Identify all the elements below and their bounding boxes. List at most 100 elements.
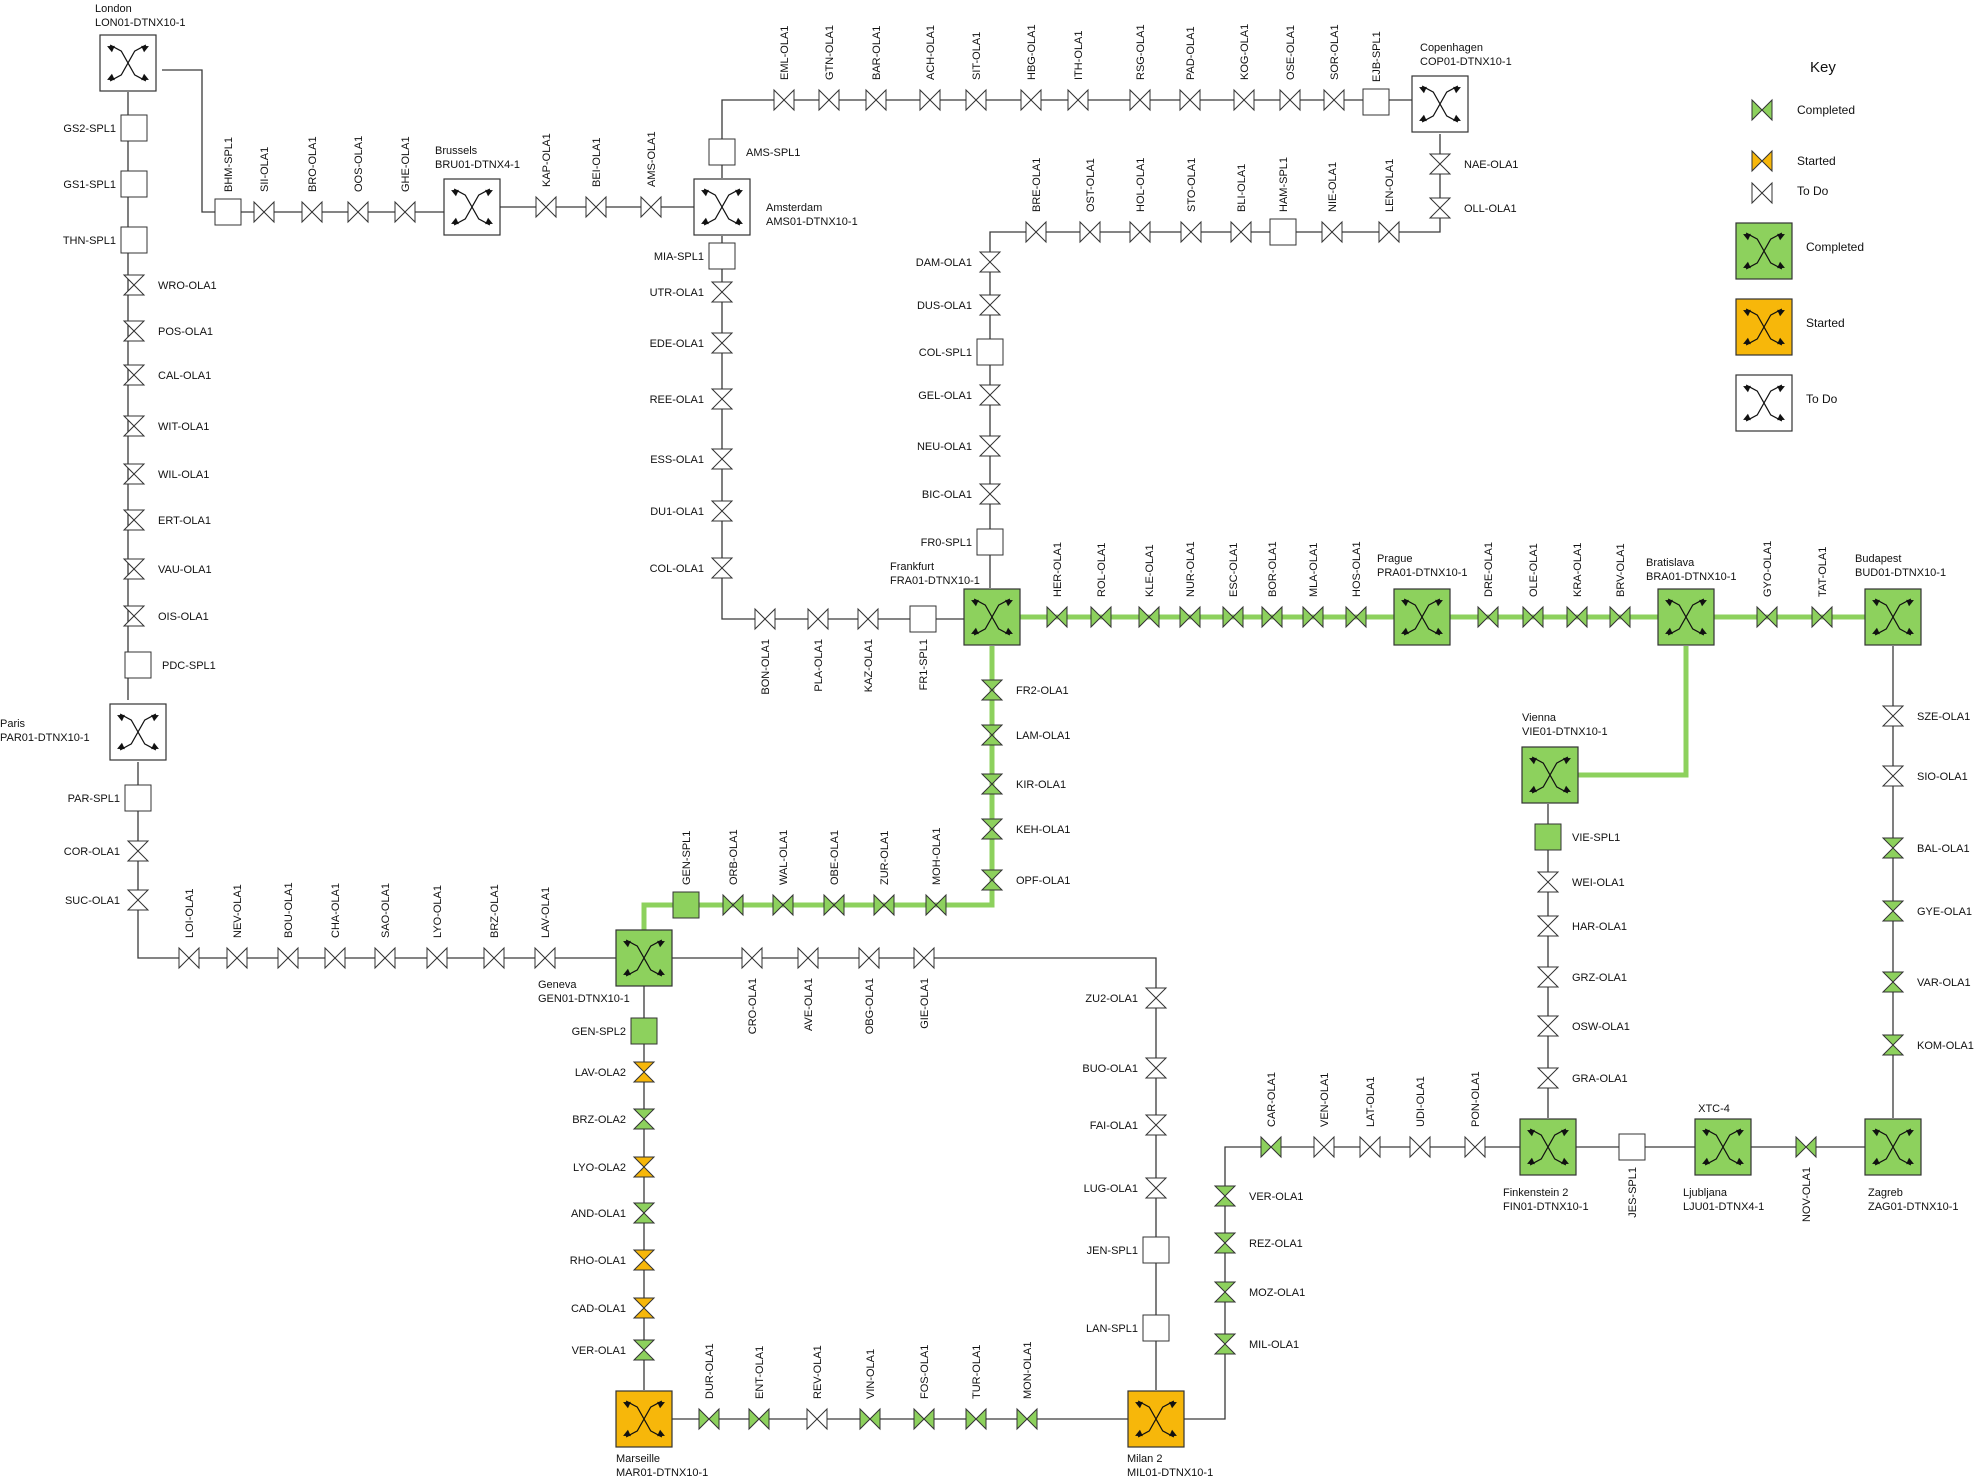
kaz-ola1-amplifier[interactable] [857, 607, 879, 631]
node-milan-2[interactable] [1127, 1390, 1185, 1448]
lyo-ola2-amplifier[interactable] [632, 1156, 656, 1178]
var-ola1-amplifier[interactable] [1881, 971, 1905, 993]
legend-node-completed-symbol[interactable] [1735, 222, 1793, 280]
ver-ola1-amplifier[interactable] [632, 1339, 656, 1361]
ham-spl1-splitter[interactable] [1269, 218, 1297, 246]
rho-ola1-amplifier[interactable] [632, 1249, 656, 1271]
utr-ola1-amplifier[interactable] [710, 281, 734, 303]
node-prague[interactable] [1393, 588, 1451, 646]
wil-ola1-amplifier[interactable] [122, 463, 146, 485]
sit-ola1-amplifier[interactable] [965, 88, 987, 112]
legend-amp-completed-symbol[interactable] [1751, 98, 1773, 122]
vin-ola1-amplifier[interactable] [859, 1407, 881, 1431]
legend-amp-todo-symbol[interactable] [1751, 181, 1773, 205]
pla-ola1-amplifier[interactable] [807, 607, 829, 631]
bar-ola1-amplifier[interactable] [865, 88, 887, 112]
cor-ola1-amplifier[interactable] [126, 840, 150, 862]
brz-ola1-amplifier[interactable] [483, 946, 505, 970]
zur-ola1-amplifier[interactable] [873, 893, 895, 917]
hol-ola1-amplifier[interactable] [1129, 220, 1151, 244]
gye-ola1-amplifier[interactable] [1881, 900, 1905, 922]
pos-ola1-amplifier[interactable] [122, 320, 146, 342]
node-amsterdam[interactable] [693, 178, 751, 236]
lat-ola1-amplifier[interactable] [1359, 1135, 1381, 1159]
ree-ola1-amplifier[interactable] [710, 388, 734, 410]
gs1-spl1-splitter[interactable] [120, 170, 148, 198]
bre-ola1-amplifier[interactable] [1025, 220, 1047, 244]
fos-ola1-amplifier[interactable] [913, 1407, 935, 1431]
har-ola1-amplifier[interactable] [1536, 915, 1560, 937]
ole-ola1-amplifier[interactable] [1522, 605, 1544, 629]
nae-ola1-amplifier[interactable] [1428, 153, 1452, 175]
zu2-ola1-amplifier[interactable] [1144, 987, 1168, 1009]
suc-ola1-amplifier[interactable] [126, 889, 150, 911]
dam-ola1-amplifier[interactable] [978, 251, 1002, 273]
gra-ola1-amplifier[interactable] [1536, 1067, 1560, 1089]
neu-ola1-amplifier[interactable] [978, 435, 1002, 457]
legend-node-started-symbol[interactable] [1735, 298, 1793, 356]
ghe-ola1-amplifier[interactable] [394, 200, 416, 224]
kog-ola1-amplifier[interactable] [1233, 88, 1255, 112]
oll-ola1-amplifier[interactable] [1428, 197, 1452, 219]
lam-ola1-amplifier[interactable] [980, 724, 1004, 746]
pad-ola1-amplifier[interactable] [1179, 88, 1201, 112]
bli-ola1-amplifier[interactable] [1230, 220, 1252, 244]
hos-ola1-amplifier[interactable] [1345, 605, 1367, 629]
rez-ola1-amplifier[interactable] [1213, 1232, 1237, 1254]
bei-ola1-amplifier[interactable] [585, 195, 607, 219]
cha-ola1-amplifier[interactable] [324, 946, 346, 970]
kra-ola1-amplifier[interactable] [1566, 605, 1588, 629]
wit-ola1-amplifier[interactable] [122, 415, 146, 437]
bor-ola1-amplifier[interactable] [1261, 605, 1283, 629]
sii-ola1-amplifier[interactable] [253, 200, 275, 224]
opf-ola1-amplifier[interactable] [980, 869, 1004, 891]
loi-ola1-amplifier[interactable] [178, 946, 200, 970]
bon-ola1-amplifier[interactable] [754, 607, 776, 631]
sio-ola1-amplifier[interactable] [1881, 765, 1905, 787]
node-copenhagen[interactable] [1411, 75, 1469, 133]
gel-ola1-amplifier[interactable] [978, 384, 1002, 406]
node-paris[interactable] [109, 703, 167, 761]
grz-ola1-amplifier[interactable] [1536, 966, 1560, 988]
par-spl1-splitter[interactable] [124, 784, 152, 812]
gie-ola1-amplifier[interactable] [913, 946, 935, 970]
lav-ola1-amplifier[interactable] [534, 946, 556, 970]
node-geneva[interactable] [615, 929, 673, 987]
ven-ola1-amplifier[interactable] [1313, 1135, 1335, 1159]
dus-ola1-amplifier[interactable] [978, 294, 1002, 316]
gyo-ola1-amplifier[interactable] [1756, 605, 1778, 629]
moh-ola1-amplifier[interactable] [925, 893, 947, 917]
kap-ola1-amplifier[interactable] [535, 195, 557, 219]
esc-ola1-amplifier[interactable] [1222, 605, 1244, 629]
node-london[interactable] [99, 34, 157, 92]
tat-ola1-amplifier[interactable] [1811, 605, 1833, 629]
jes-spl1-splitter[interactable] [1618, 1133, 1646, 1161]
buo-ola1-amplifier[interactable] [1144, 1057, 1168, 1079]
ams-ola1-amplifier[interactable] [640, 195, 662, 219]
ave-ola1-amplifier[interactable] [797, 946, 819, 970]
sto-ola1-amplifier[interactable] [1180, 220, 1202, 244]
len-ola1-amplifier[interactable] [1378, 220, 1400, 244]
udi-ola1-amplifier[interactable] [1409, 1135, 1431, 1159]
vau-ola1-amplifier[interactable] [122, 558, 146, 580]
fai-ola1-amplifier[interactable] [1144, 1114, 1168, 1136]
ith-ola1-amplifier[interactable] [1067, 88, 1089, 112]
ams-spl1-splitter[interactable] [708, 138, 736, 166]
kom-ola1-amplifier[interactable] [1881, 1034, 1905, 1056]
node-vienna[interactable] [1521, 746, 1579, 804]
fr2-ola1-amplifier[interactable] [980, 679, 1004, 701]
ess-ola1-amplifier[interactable] [710, 448, 734, 470]
gtn-ola1-amplifier[interactable] [818, 88, 840, 112]
rev-ola1-amplifier[interactable] [806, 1407, 828, 1431]
obg-ola1-amplifier[interactable] [858, 946, 880, 970]
sze-ola1-amplifier[interactable] [1881, 705, 1905, 727]
bhm-spl1-splitter[interactable] [214, 198, 242, 226]
mon-ola1-amplifier[interactable] [1016, 1407, 1038, 1431]
col-spl1-splitter[interactable] [976, 338, 1004, 366]
rol-ola1-amplifier[interactable] [1090, 605, 1112, 629]
fr0-spl1-splitter[interactable] [976, 528, 1004, 556]
tur-ola1-amplifier[interactable] [965, 1407, 987, 1431]
cad-ola1-amplifier[interactable] [632, 1297, 656, 1319]
mia-spl1-splitter[interactable] [708, 242, 736, 270]
nur-ola1-amplifier[interactable] [1179, 605, 1201, 629]
